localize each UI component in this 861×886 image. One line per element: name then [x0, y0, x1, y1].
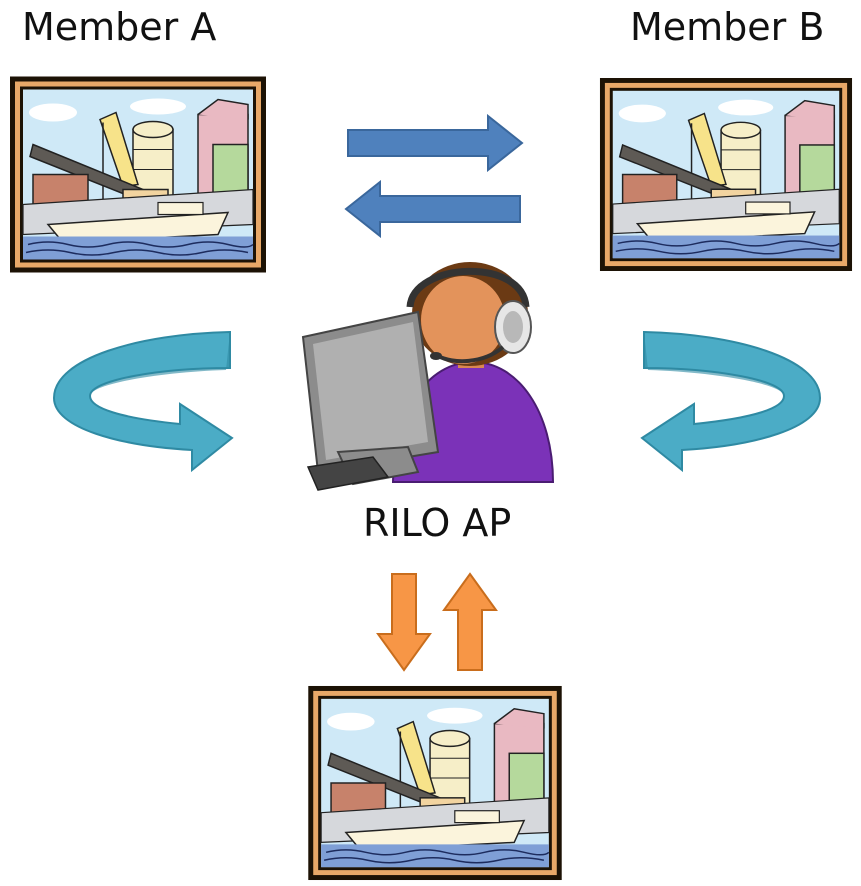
port-clipart-icon — [305, 684, 565, 882]
curved-arrow-left-icon — [50, 328, 235, 473]
port-clipart-icon — [8, 72, 268, 277]
member-a-label: Member A — [22, 5, 217, 49]
down-arrow-icon — [376, 572, 432, 672]
operator-with-headset-at-computer-icon — [298, 252, 563, 492]
member-b-label: Member B — [630, 5, 825, 49]
curved-arrow-right-icon — [640, 328, 825, 473]
right-arrow-icon — [346, 114, 526, 172]
up-arrow-icon — [442, 572, 498, 672]
left-arrow-icon — [342, 180, 522, 238]
rilo-ap-label: RILO AP — [363, 501, 512, 545]
port-clipart-icon — [598, 72, 854, 277]
